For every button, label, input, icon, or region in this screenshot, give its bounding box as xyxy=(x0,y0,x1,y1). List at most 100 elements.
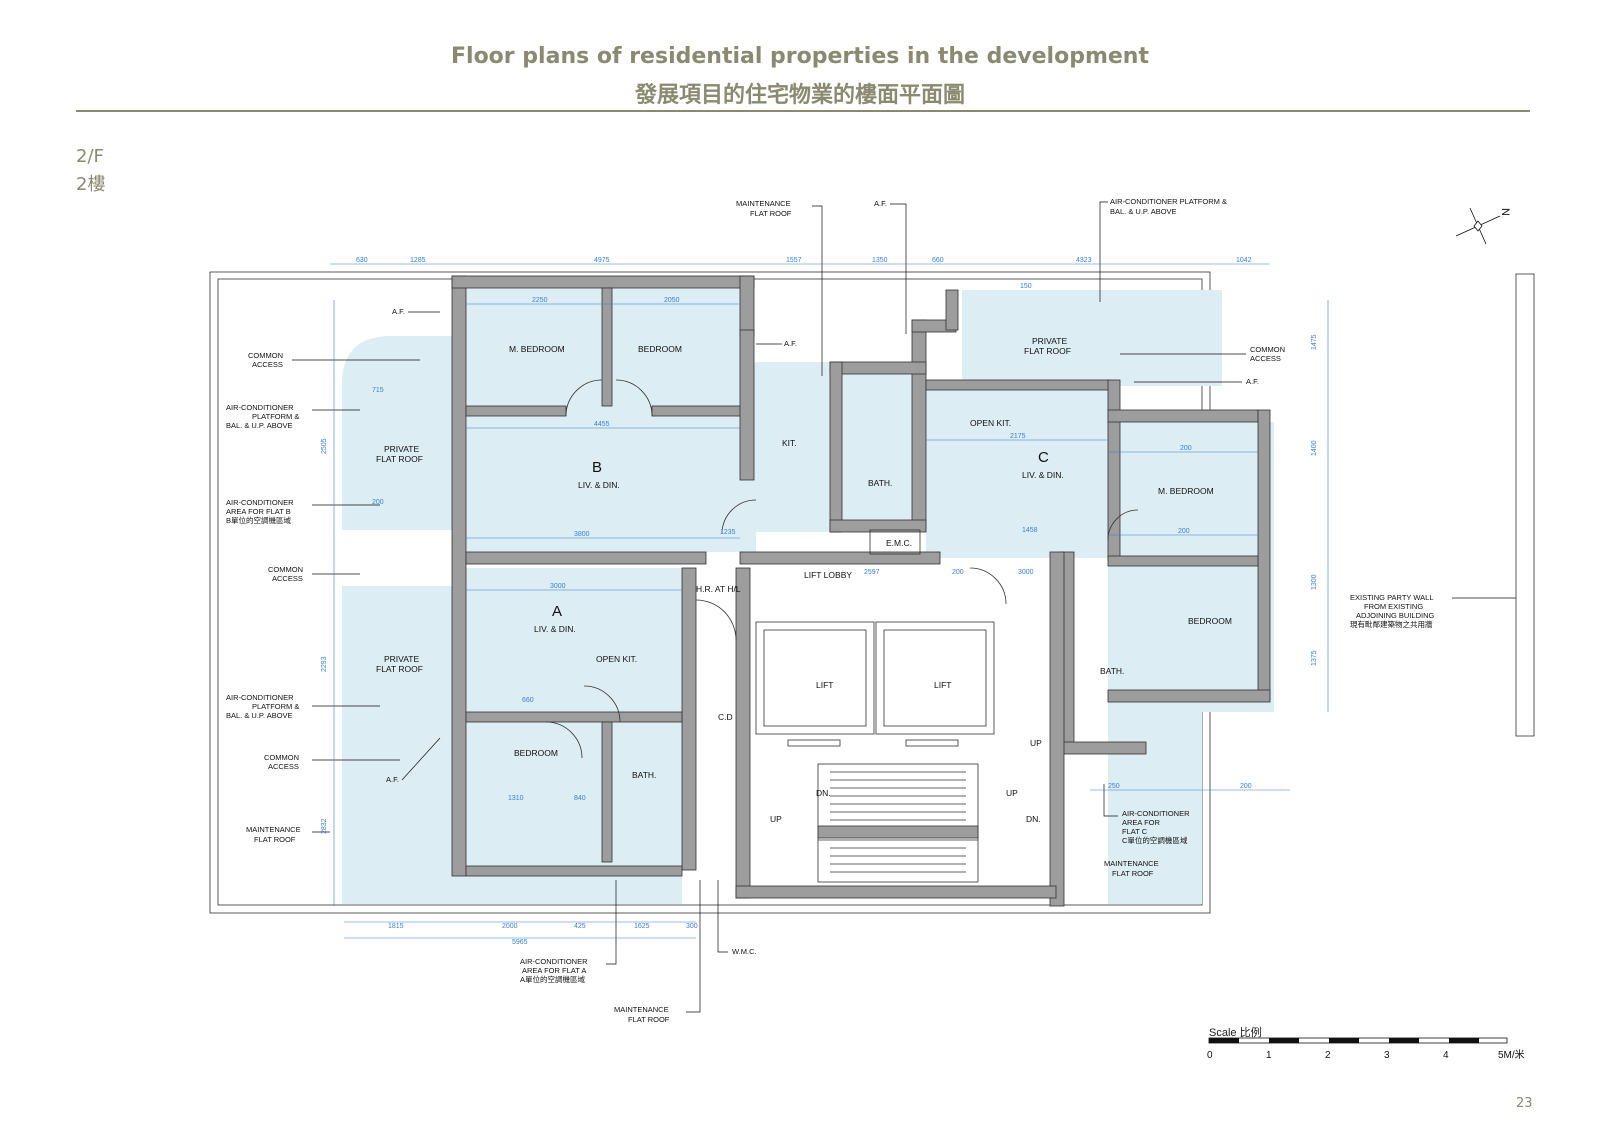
plan-text: AREA FOR FLAT B xyxy=(226,507,291,516)
private-roof-areas xyxy=(342,336,1202,904)
callouts: MAINTENANCE FLAT ROOF A.F. AIR-CONDITION… xyxy=(226,197,1516,1024)
plan-text: 1458 xyxy=(1022,527,1038,534)
plan-text: A.F. xyxy=(874,199,887,208)
plan-text: 5M/米 xyxy=(1498,1048,1525,1061)
plan-text: 0 xyxy=(1207,1050,1213,1061)
plan-text: 1350 xyxy=(872,257,888,264)
plan-text: A單位的空調機區域 xyxy=(520,974,586,984)
room-label: C.D xyxy=(718,712,733,722)
plan-text: BAL. & U.P. ABOVE xyxy=(226,711,293,720)
plan-text: 1375 xyxy=(1311,650,1318,666)
plan-text: 4455 xyxy=(594,421,610,428)
room-label: LIV. & DIN. xyxy=(578,480,620,490)
plan-text: 300 xyxy=(686,923,698,930)
plan-text: 200 xyxy=(1240,783,1252,790)
plan-text: 3 xyxy=(1384,1050,1390,1061)
plan-text: 250 xyxy=(1108,783,1120,790)
plan-text: MAINTENANCE xyxy=(1104,859,1159,868)
room-label: BEDROOM xyxy=(638,344,682,354)
plan-text: 660 xyxy=(932,257,944,264)
roof-label: PRIVATE xyxy=(1032,336,1067,346)
room-label: LIFT xyxy=(934,680,951,690)
plan-text: AIR-CONDITIONER xyxy=(226,693,294,702)
plan-text: 425 xyxy=(574,923,586,930)
plan-text: 2250 xyxy=(532,297,548,304)
plan-text: W.M.C. xyxy=(732,947,757,956)
title-divider xyxy=(76,110,1530,112)
stair-label: DN. xyxy=(1026,814,1041,824)
plan-text: C單位的空調機區域 xyxy=(1122,835,1188,845)
plan-text: 1300 xyxy=(1311,574,1318,590)
room-label: OPEN KIT. xyxy=(970,418,1011,428)
plan-text: AREA FOR xyxy=(1122,818,1161,827)
plan-text: AREA FOR FLAT A xyxy=(522,966,586,975)
page-title-chinese: 發展項目的住宅物業的樓面平面圖 xyxy=(634,83,965,108)
plan-text: 200 xyxy=(1178,528,1190,535)
plan-text: 2505 xyxy=(321,438,328,454)
roof-label: FLAT ROOF xyxy=(1024,346,1071,356)
plan-text: 3000 xyxy=(1018,569,1034,576)
plan-text: FROM EXISTING xyxy=(1364,602,1423,611)
room-label: M. BEDROOM xyxy=(509,344,565,354)
plan-text: MAINTENANCE xyxy=(736,199,791,208)
stair-label: UP xyxy=(1006,788,1018,798)
plan-text: 2832 xyxy=(321,818,328,834)
scale-bar: 0 1 2 3 4 5M/米 xyxy=(1207,1037,1525,1061)
plan-text: 630 xyxy=(356,257,368,264)
floor-label-chinese: 2樓 xyxy=(76,174,106,195)
floor-label: 2/F xyxy=(76,146,104,167)
plan-text: A.F. xyxy=(784,339,797,348)
plan-text: MAINTENANCE xyxy=(614,1005,669,1014)
stair-label: DN. xyxy=(816,788,831,798)
plan-text: FLAT ROOF xyxy=(750,209,792,218)
plan-text: MAINTENANCE xyxy=(246,825,301,834)
plan-text: COMMON xyxy=(264,753,299,762)
plan-text: 150 xyxy=(1020,283,1032,290)
plan-text: 1625 xyxy=(634,923,650,930)
north-label: N xyxy=(1499,208,1511,216)
plan-text: FLAT ROOF xyxy=(628,1015,670,1024)
plan-text: 2175 xyxy=(1010,433,1026,440)
room-label: KIT. xyxy=(782,438,797,448)
unit-c-area xyxy=(926,290,1274,712)
plan-text: 200 xyxy=(952,569,964,576)
room-label: E.M.C. xyxy=(886,538,912,548)
plan-text: FLAT ROOF xyxy=(254,835,296,844)
walls xyxy=(451,275,1271,907)
plan-text: 200 xyxy=(372,499,384,506)
plan-text: AIR-CONDITIONER xyxy=(226,403,294,412)
room-label: OPEN KIT. xyxy=(596,654,637,664)
plan-text: 4975 xyxy=(594,257,610,264)
plan-text: EXISTING PARTY WALL xyxy=(1350,593,1434,602)
plan-text: A.F. xyxy=(386,775,399,784)
plan-text: AIR-CONDITIONER xyxy=(226,498,294,507)
plan-text: 2 xyxy=(1325,1050,1331,1061)
north-arrow-icon: N xyxy=(1455,207,1511,245)
plan-text: 4323 xyxy=(1076,257,1092,264)
plan-text: ACCESS xyxy=(252,360,283,369)
unit-label: B xyxy=(592,459,602,476)
plan-text: 3800 xyxy=(574,531,590,538)
plan-text: 2597 xyxy=(864,569,880,576)
scale-label: Scale 比例 xyxy=(1209,1027,1262,1039)
plan-text: PLATFORM & xyxy=(252,412,299,421)
plan-text: 1310 xyxy=(508,795,524,802)
plan-text: 2293 xyxy=(321,656,328,672)
plan-text: 現有毗鄰建築物之共用牆 xyxy=(1350,619,1433,629)
room-label: LIV. & DIN. xyxy=(534,624,576,634)
party-wall xyxy=(1515,273,1535,737)
room-label: BEDROOM xyxy=(514,748,558,758)
plan-text: 1285 xyxy=(410,257,426,264)
roof-label: FLAT ROOF xyxy=(376,454,423,464)
room-label: LIV. & DIN. xyxy=(1022,470,1064,480)
plan-text: COMMON xyxy=(1250,345,1285,354)
plan-text: A.F. xyxy=(1246,377,1259,386)
plan-text: 840 xyxy=(574,795,586,802)
plan-text: 5965 xyxy=(512,939,528,946)
room-label: H.R. AT H/L xyxy=(696,584,741,594)
door-swings xyxy=(545,379,1139,759)
room-label: LIFT LOBBY xyxy=(804,570,852,580)
plan-text: 660 xyxy=(522,697,534,704)
plan-text: BAL. & U.P. ABOVE xyxy=(1110,207,1177,216)
